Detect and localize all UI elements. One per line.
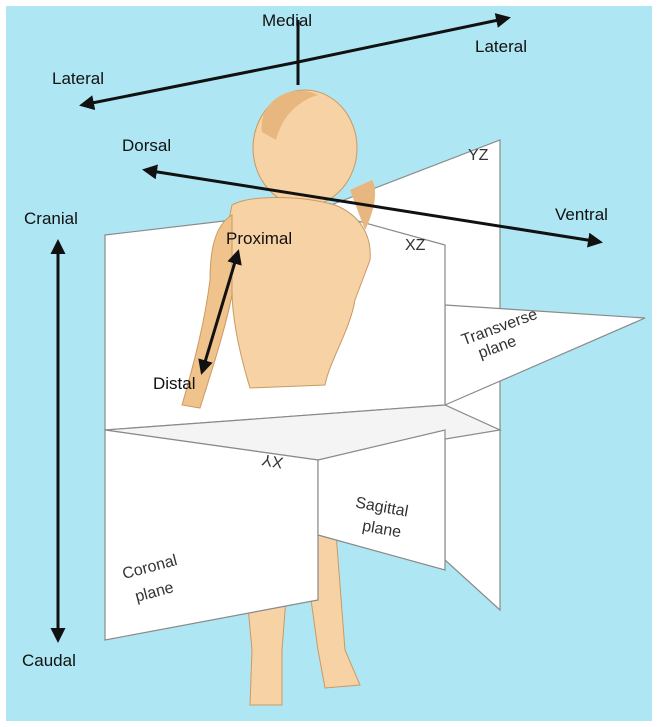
medial-label: Medial: [262, 12, 312, 29]
distal-label: Distal: [153, 375, 196, 392]
proximal-label: Proximal: [226, 230, 292, 247]
xz-plane-label: XZ: [405, 238, 425, 254]
caudal-label: Caudal: [22, 652, 76, 669]
lateral-left-label: Lateral: [52, 70, 104, 87]
lateral-right-label: Lateral: [475, 38, 527, 55]
dorsal-label: Dorsal: [122, 137, 171, 154]
yz-plane-label: YZ: [468, 148, 488, 164]
cranial-label: Cranial: [24, 210, 78, 227]
ventral-label: Ventral: [555, 206, 608, 223]
xy-plane-label: XY: [261, 450, 285, 469]
